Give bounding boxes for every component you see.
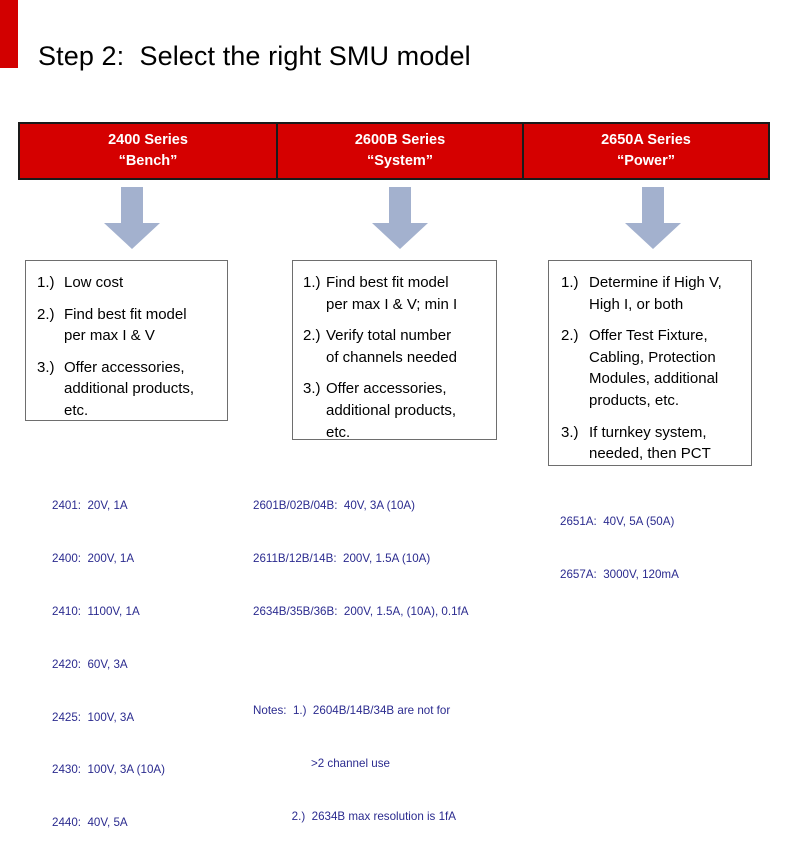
list-item-number: 1.): [37, 274, 55, 291]
banner-cell-2600b-line1: 2600B Series: [354, 132, 446, 149]
list-item-number: 3.): [37, 358, 55, 376]
slide-canvas: Step 2: Select the right SMU model 2400 …: [0, 0, 770, 830]
spec-row: 2400: 200V, 1A: [52, 552, 135, 566]
spec-row: 2657A: 3000V, 120mA: [560, 568, 679, 582]
spec-row: 2601B/02B/04B: 40V, 3A (10A): [253, 499, 416, 513]
banner-cell-2600b-line2: “System”: [366, 153, 434, 169]
spec-row: 2425: 100V, 3A: [52, 710, 135, 724]
banner-cell-2400-line1: 2400 Series: [108, 132, 188, 149]
banner-cell-2650a-line2: “Power”: [616, 153, 675, 169]
spec-row: 2420: 60V, 3A: [52, 657, 128, 671]
list-item: 1.) Low cost: [37, 272, 221, 294]
list-item-text: If turnkey system, needed, then PCT: [589, 423, 711, 463]
list-item-text: Find best fit model per max I & V: [64, 305, 187, 345]
spec-row: 2401: 20V, 1A: [52, 499, 128, 513]
spec-row: 2634B/35B/36B: 200V, 1.5A, (10A), 0.1fA: [253, 604, 469, 618]
steps-box-2650a: 1.) Determine if High V, High I, or both…: [548, 260, 752, 466]
list-item-text: Low cost: [64, 274, 124, 291]
list-item-text: Offer accessories, additional products, …: [64, 358, 195, 419]
banner-cell-2600b: 2600B Series “System”: [276, 124, 524, 178]
spec-list-2600b: 2601B/02B/04B: 40V, 3A (10A) 2611B/12B/1…: [253, 462, 469, 860]
list-item: 2.) Verify total number of channels need…: [303, 325, 490, 368]
series-banner: 2400 Series “Bench” 2600B Series “System…: [18, 122, 770, 180]
banner-cell-2400: 2400 Series “Bench”: [20, 124, 276, 178]
spec-list-2400: 2401: 20V, 1A 2400: 200V, 1A 2410: 1100V…: [52, 462, 165, 867]
list-item-number: 3.): [303, 380, 321, 398]
list-item-number: 2.): [561, 327, 579, 345]
spec-row: 2440: 40V, 5A: [52, 816, 128, 830]
spec-row-spacer: [253, 656, 469, 667]
list-item-number: 2.): [303, 327, 321, 345]
down-arrow-icon-2400: [104, 187, 160, 249]
spec-list-2650a: 2651A: 40V, 5A (50A) 2657A: 3000V, 120mA: [560, 478, 679, 619]
list-item-number: 1.): [561, 274, 579, 291]
spec-row: 2.) 2634B max resolution is 1fA: [253, 809, 456, 823]
list-item-text: Find best fit model per max I & V; min I: [326, 274, 458, 313]
banner-cell-2400-line2: “Bench”: [118, 153, 178, 169]
list-item: 1.) Determine if High V, High I, or both: [561, 272, 745, 315]
banner-cell-2650a: 2650A Series “Power”: [524, 124, 768, 178]
spec-row: 2651A: 40V, 5A (50A): [560, 515, 675, 529]
spec-row: >2 channel use: [253, 756, 390, 770]
list-item-text: Offer accessories, additional products, …: [326, 380, 457, 441]
spec-row: Notes: 1.) 2604B/14B/34B are not for: [253, 703, 451, 717]
page-title: Step 2: Select the right SMU model: [38, 41, 471, 71]
banner-cell-2650a-line1: 2650A Series: [601, 132, 691, 149]
steps-box-2400: 1.) Low cost 2.) Find best fit model per…: [25, 260, 228, 421]
down-arrow-icon-2650a: [625, 187, 681, 249]
list-item-text: Offer Test Fixture, Cabling, Protection …: [589, 327, 719, 409]
spec-row: 2611B/12B/14B: 200V, 1.5A (10A): [253, 552, 431, 566]
spec-row: 2410: 1100V, 1A: [52, 604, 140, 618]
list-item-text: Determine if High V, High I, or both: [589, 274, 722, 313]
list-item-number: 2.): [37, 305, 55, 323]
list-item: 3.) Offer accessories, additional produc…: [303, 378, 490, 443]
down-arrow-icon-2600b: [372, 187, 428, 249]
list-item: 2.) Offer Test Fixture, Cabling, Protect…: [561, 325, 745, 411]
list-item: 1.) Find best fit model per max I & V; m…: [303, 272, 490, 315]
list-item-number: 3.): [561, 423, 579, 441]
list-item: 3.) Offer accessories, additional produc…: [37, 357, 221, 422]
steps-box-2600b: 1.) Find best fit model per max I & V; m…: [292, 260, 497, 443]
list-item: 2.) Find best fit model per max I & V: [37, 304, 221, 347]
list-item-number: 1.): [303, 274, 321, 291]
list-item: 3.) If turnkey system, needed, then PCT: [561, 422, 745, 465]
list-item-text: Verify total number of channels needed: [326, 327, 457, 366]
spec-row: 2430: 100V, 3A (10A): [52, 763, 166, 777]
accent-bar: [0, 0, 18, 68]
